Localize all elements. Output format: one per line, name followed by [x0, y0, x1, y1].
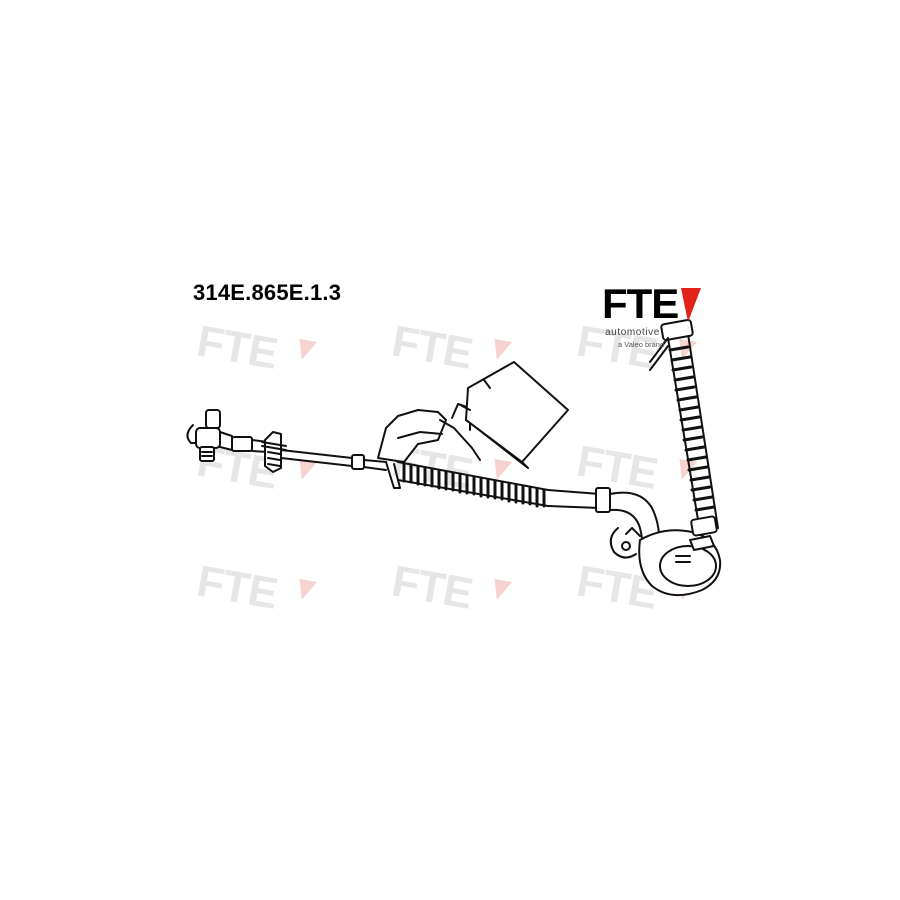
upper-hose-corrugation: [668, 345, 716, 512]
part-number: 314E.865E.1.3: [193, 280, 342, 305]
watermark-flag-icon: [299, 578, 318, 600]
watermark-flag-icon: [679, 338, 698, 360]
watermark-flag-icon: [299, 458, 318, 480]
label-tag: [461, 361, 569, 469]
rigid-tube-section: [280, 449, 387, 471]
watermark-flag-icon: [299, 338, 318, 360]
hose-corrugation: [402, 462, 546, 508]
left-end-fitting: [186, 409, 269, 462]
brand-name: FTE: [602, 280, 679, 327]
brand-tagline: a Valeo brand: [618, 340, 665, 349]
watermark-flag-icon: [494, 458, 513, 480]
watermark-flag-icon: [494, 578, 513, 600]
upper-hose-end-fitting: [649, 318, 718, 551]
brand-logo: FTE automotive a Valeo brand: [602, 283, 712, 353]
brand-subtitle: automotive: [605, 327, 660, 338]
upper-hose-section: [667, 333, 719, 533]
left-clip-bracket: [261, 431, 287, 473]
watermark-3: FTE: [573, 317, 698, 379]
watermark-flag-icon: [494, 338, 513, 360]
brand-flag-icon: [681, 288, 701, 322]
